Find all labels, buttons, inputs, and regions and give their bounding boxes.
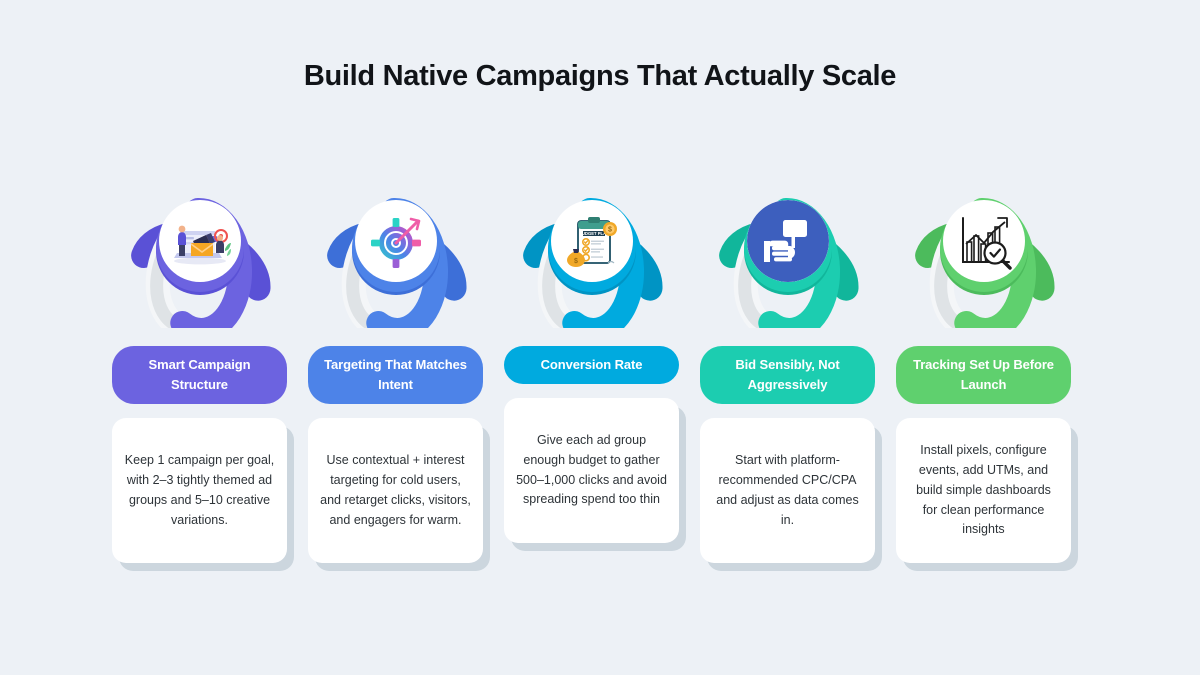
step-card-4: Start with platform-recommended CPC/CPA … — [700, 418, 882, 572]
step-column-4: Bid Sensibly, Not Aggressively Start wit… — [700, 190, 882, 572]
step-body-text-1: Keep 1 campaign per goal, with 2–3 tight… — [124, 453, 275, 527]
email-marketing-laptop-icon — [158, 200, 241, 282]
card-surface: Start with platform-recommended CPC/CPA … — [700, 418, 875, 564]
budget-plan-clipboard-icon: BUDGET PLAN $ $ — [550, 200, 633, 282]
target-crosshair-arrow-icon — [370, 217, 421, 268]
step-card-3: Give each ad group enough budget to gath… — [504, 398, 686, 552]
card-surface: Keep 1 campaign per goal, with 2–3 tight… — [112, 418, 287, 564]
step-body-text-5: Install pixels, configure events, add UT… — [916, 443, 1051, 537]
target-crosshair-arrow-icon — [354, 200, 437, 282]
step-icon-2 — [308, 190, 483, 340]
step-icon-3: BUDGET PLAN $ $ — [504, 190, 679, 340]
step-column-1: Smart Campaign Structure Keep 1 campaign… — [112, 190, 294, 572]
svg-text:$: $ — [574, 258, 578, 265]
page-title: Build Native Campaigns That Actually Sca… — [303, 60, 897, 92]
step-label-pill-5[interactable]: Tracking Set Up Before Launch — [896, 346, 1071, 405]
hand-bid-paddle-icon — [746, 200, 829, 282]
step-body-text-3: Give each ad group enough budget to gath… — [516, 433, 667, 507]
step-column-3: BUDGET PLAN $ $ Conversion Rate Give eac… — [504, 190, 686, 563]
card-surface: Install pixels, configure events, add UT… — [896, 418, 1071, 564]
steps-row: Smart Campaign Structure Keep 1 campaign… — [112, 190, 1096, 572]
step-column-5: Tracking Set Up Before Launch Install pi… — [896, 190, 1078, 572]
step-column-2: Targeting That Matches Intent Use contex… — [308, 190, 490, 572]
step-icon-4 — [700, 190, 875, 340]
email-marketing-laptop-icon — [173, 225, 231, 265]
step-label-pill-2[interactable]: Targeting That Matches Intent — [308, 346, 483, 405]
card-surface: Use contextual + interest targeting for … — [308, 418, 483, 564]
hand-bid-paddle-icon — [746, 200, 829, 282]
step-card-2: Use contextual + interest targeting for … — [308, 418, 490, 572]
svg-text:BUDGET PLAN: BUDGET PLAN — [578, 231, 608, 236]
step-label-pill-3[interactable]: Conversion Rate — [504, 346, 679, 385]
budget-plan-clipboard-icon: BUDGET PLAN $ $ — [566, 217, 617, 267]
step-label-pill-1[interactable]: Smart Campaign Structure — [112, 346, 287, 405]
svg-text:$: $ — [608, 227, 612, 234]
step-label-pill-4[interactable]: Bid Sensibly, Not Aggressively — [700, 346, 875, 405]
bar-chart-magnifier-check-icon — [961, 217, 1012, 270]
step-icon-5 — [896, 190, 1071, 340]
step-body-text-4: Start with platform-recommended CPC/CPA … — [716, 453, 859, 527]
card-surface: Give each ad group enough budget to gath… — [504, 398, 679, 544]
step-card-5: Install pixels, configure events, add UT… — [896, 418, 1078, 572]
step-card-1: Keep 1 campaign per goal, with 2–3 tight… — [112, 418, 294, 572]
bar-chart-magnifier-check-icon — [942, 200, 1025, 282]
step-icon-1 — [112, 190, 287, 340]
step-body-text-2: Use contextual + interest targeting for … — [320, 453, 471, 527]
